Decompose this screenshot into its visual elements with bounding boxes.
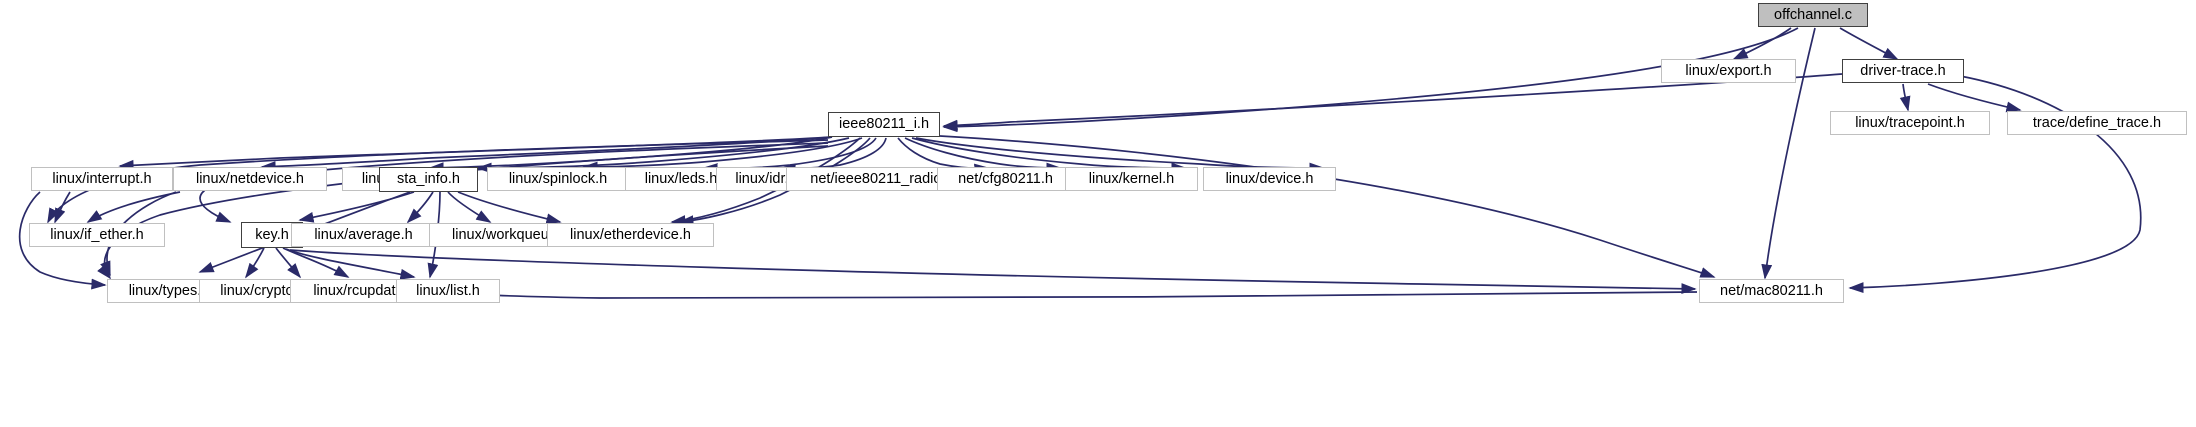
node-trace-define-trace-h[interactable]: trace/define_trace.h	[2007, 111, 2187, 135]
node-key-h[interactable]: key.h	[241, 222, 303, 248]
node-linux-etherdevice-h[interactable]: linux/etherdevice.h	[547, 223, 714, 247]
node-label: linux/kernel.h	[1088, 170, 1175, 187]
node-label: net/cfg80211.h	[958, 170, 1053, 187]
node-linux-netdevice-h[interactable]: linux/netdevice.h	[173, 167, 327, 191]
node-linux-list-h[interactable]: linux/list.h	[396, 279, 500, 303]
node-label: linux/idr.h	[735, 170, 797, 187]
node-net-mac80211-h[interactable]: net/mac80211.h	[1699, 279, 1844, 303]
node-label: linux/export.h	[1685, 62, 1772, 79]
node-linux-average-h[interactable]: linux/average.h	[291, 223, 436, 247]
node-linux-kernel-h[interactable]: linux/kernel.h	[1065, 167, 1198, 191]
node-label: driver-trace.h	[1860, 62, 1946, 79]
node-driver-trace-h[interactable]: driver-trace.h	[1842, 59, 1964, 83]
node-net-cfg80211-h[interactable]: net/cfg80211.h	[937, 167, 1074, 191]
node-label: linux/workqueue.h	[452, 226, 569, 243]
node-label: net/ieee80211_radiotap.h	[810, 170, 974, 187]
node-sta-info-h[interactable]: sta_info.h	[379, 167, 478, 192]
node-label: linux/crypto.h	[220, 282, 306, 299]
edges	[18, 27, 2142, 301]
node-label: trace/define_trace.h	[2032, 114, 2162, 131]
node-label: linux/etherdevice.h	[570, 226, 691, 243]
node-ieee80211-i-h[interactable]: ieee80211_i.h	[828, 112, 940, 137]
node-linux-tracepoint-h[interactable]: linux/tracepoint.h	[1830, 111, 1990, 135]
node-label: sta_info.h	[397, 171, 460, 188]
node-label: linux/netdevice.h	[195, 170, 304, 187]
node-linux-spinlock-h[interactable]: linux/spinlock.h	[487, 167, 629, 191]
node-linux-device-h[interactable]: linux/device.h	[1203, 167, 1336, 191]
node-label: linux/tracepoint.h	[1855, 114, 1965, 131]
node-label: linux/leds.h	[644, 170, 718, 187]
node-label: linux/list.h	[416, 282, 480, 299]
node-label: linux/rcupdate.h	[313, 282, 416, 299]
node-label: offchannel.c	[1774, 6, 1852, 23]
node-label: linux/spinlock.h	[508, 170, 608, 187]
node-linux-export-h[interactable]: linux/export.h	[1661, 59, 1796, 83]
node-linux-interrupt-h[interactable]: linux/interrupt.h	[31, 167, 173, 191]
node-label: linux/if_ether.h	[50, 226, 144, 243]
node-label: ieee80211_i.h	[838, 116, 930, 133]
node-label: linux/types.h	[128, 282, 210, 299]
node-linux-if-ether-h[interactable]: linux/if_ether.h	[29, 223, 165, 247]
node-label: linux/interrupt.h	[52, 170, 152, 187]
node-label: key.h	[255, 226, 289, 243]
node-label: linux/device.h	[1225, 170, 1314, 187]
node-label: net/mac80211.h	[1720, 282, 1823, 299]
node-offchannel-c[interactable]: offchannel.c	[1758, 3, 1868, 27]
node-label: linux/average.h	[314, 226, 413, 243]
